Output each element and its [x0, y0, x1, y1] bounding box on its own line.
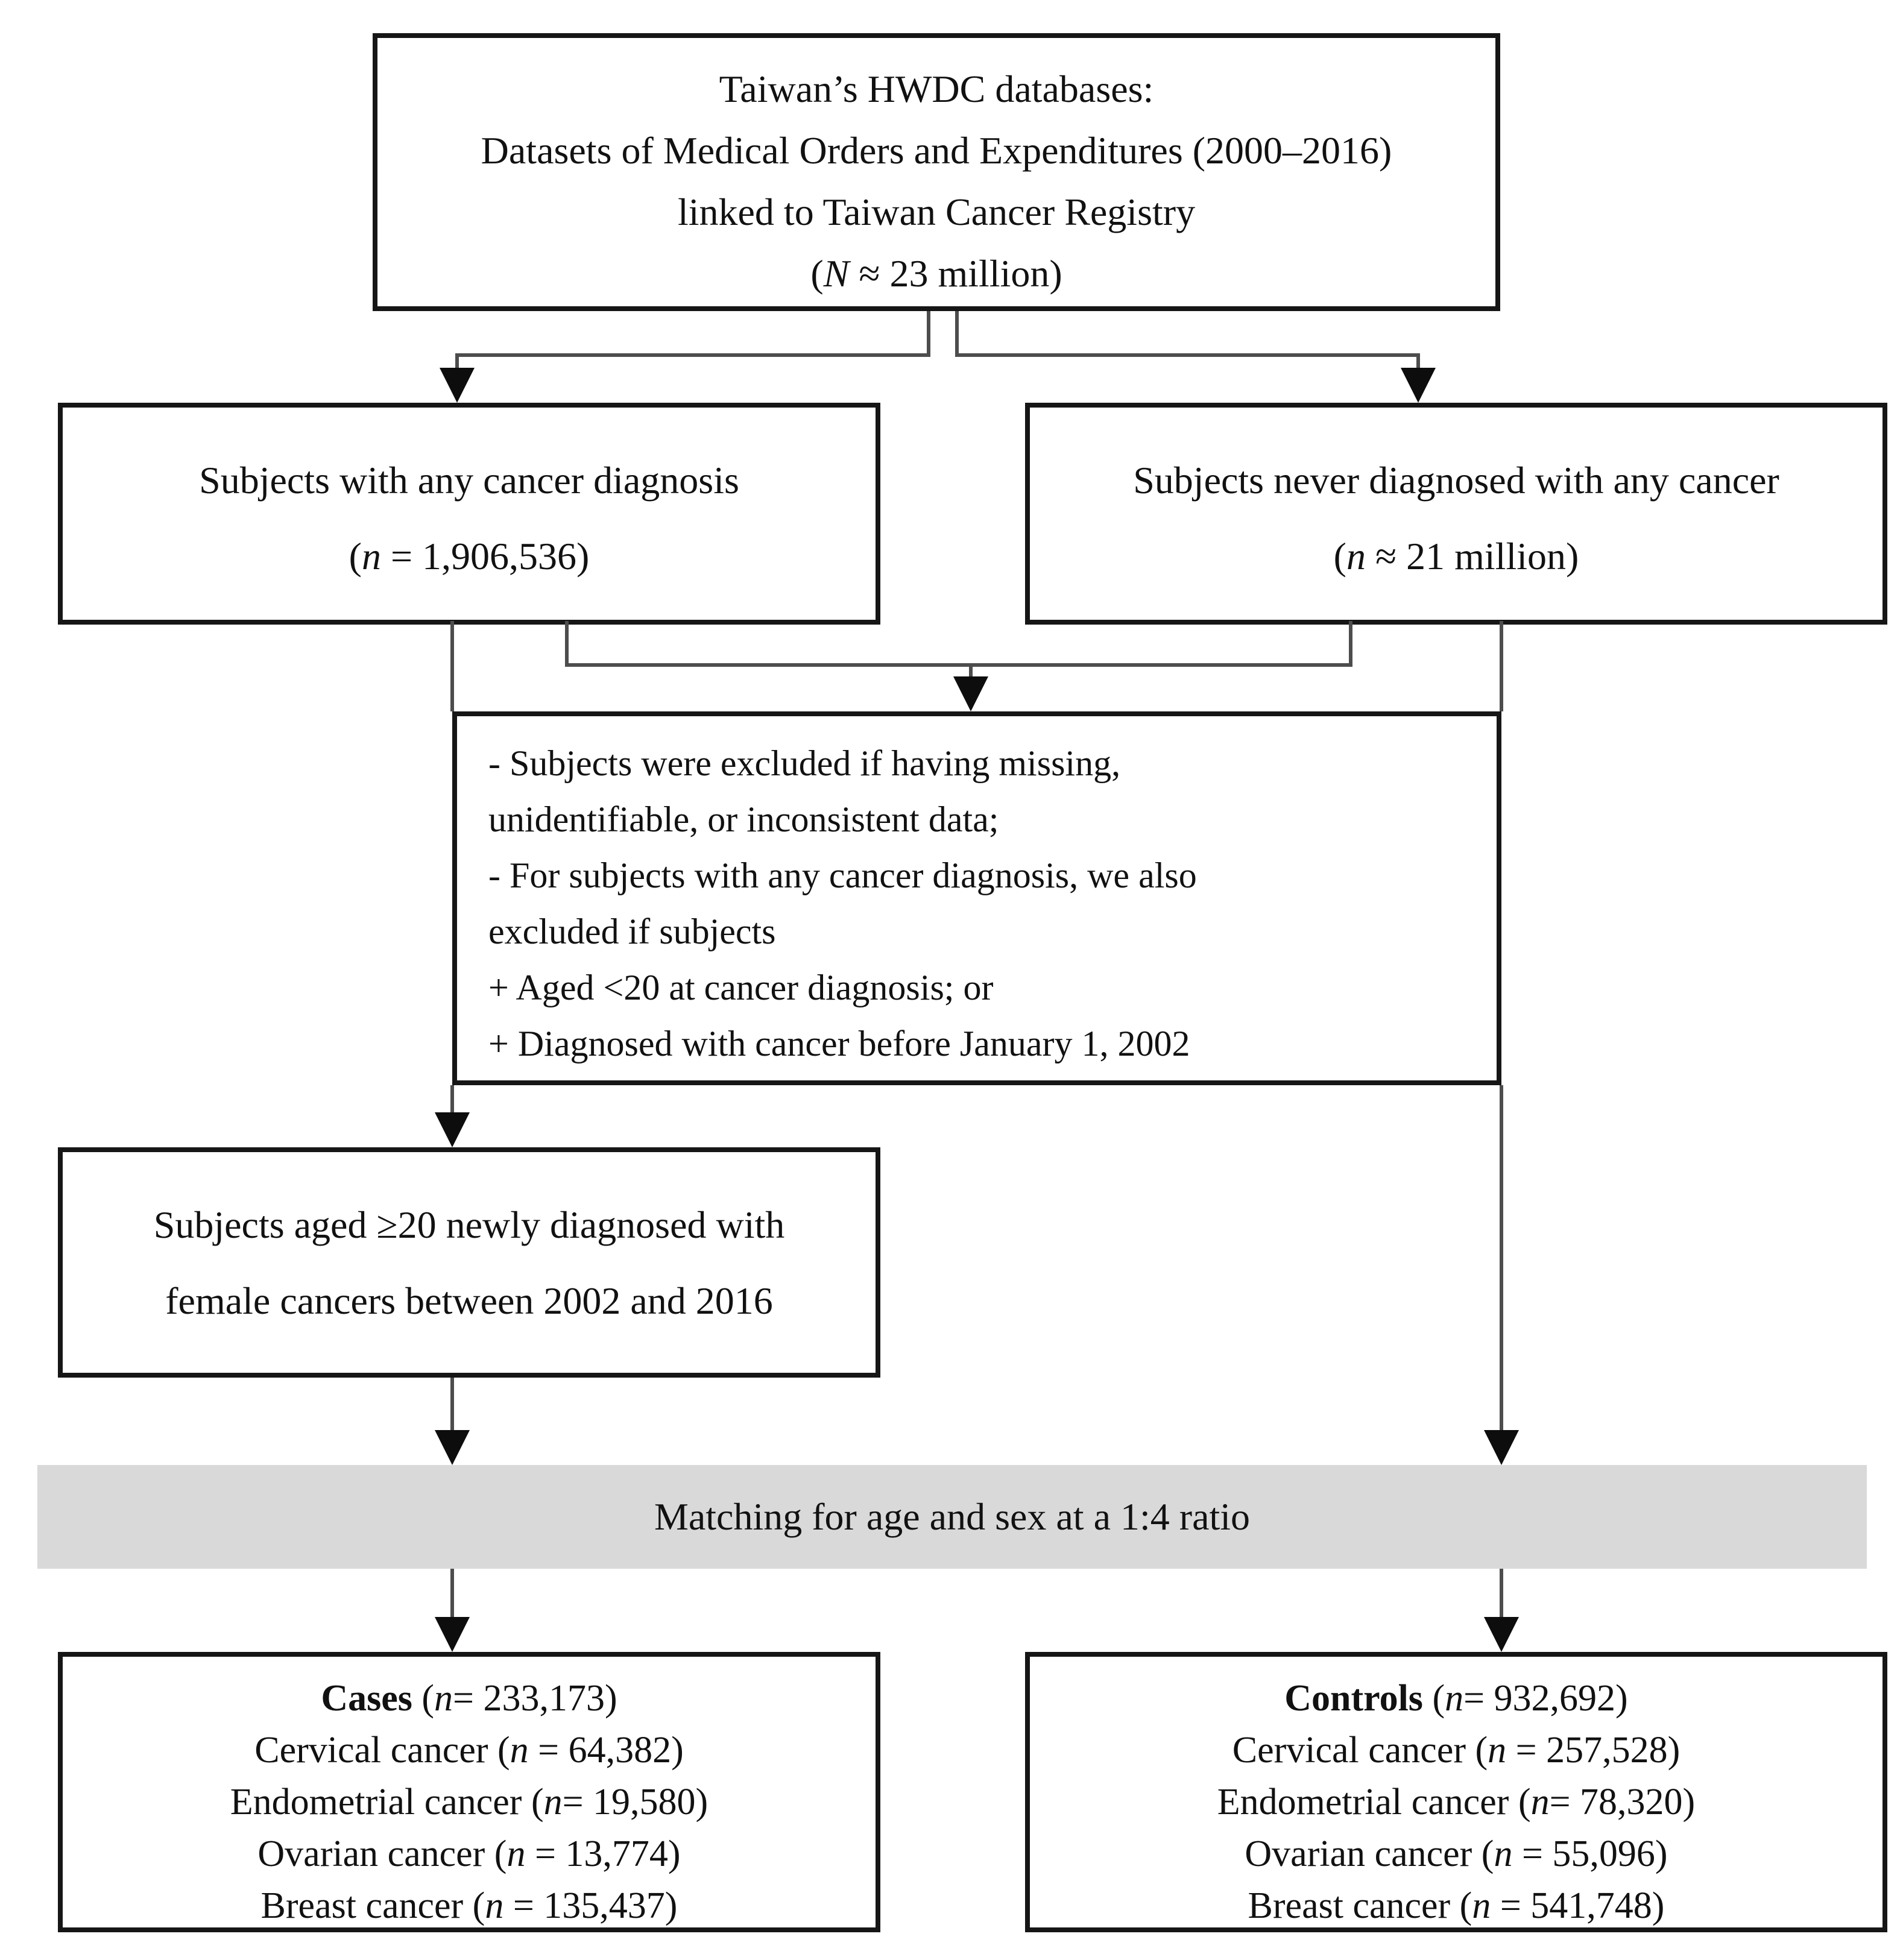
arrowhead-down-icon [440, 368, 475, 403]
arrow-left-into-matching-band [450, 1378, 454, 1433]
text-line: - Subjects were excluded if having missi… [488, 743, 1121, 783]
arrowhead-down-icon [1401, 368, 1436, 403]
text-line: Datasets of Medical Orders and Expenditu… [481, 129, 1392, 172]
controls-box: Controls (n= 932,692) Cervical cancer (n… [1025, 1652, 1887, 1932]
merge-connector-left-stub [565, 621, 569, 667]
arrow-into-no-cancer-box [1416, 353, 1420, 374]
text-line: (N ≈ 23 million) [810, 252, 1062, 295]
text-line: + Aged <20 at cancer diagnosis; or [488, 968, 994, 1007]
text-line: excluded if subjects [488, 912, 776, 951]
text-line: Taiwan’s HWDC databases: [719, 68, 1154, 110]
text-line: Breast cancer (n = 541,748) [1248, 1885, 1665, 1926]
text-line: Cervical cancer (n = 257,528) [1232, 1730, 1681, 1771]
text-line: Subjects never diagnosed with any cancer [1133, 459, 1779, 502]
text-line: Endometrial cancer (n= 19,580) [230, 1782, 708, 1823]
text-line: Endometrial cancer (n= 78,320) [1217, 1782, 1696, 1823]
split-connector-right-vertical [955, 311, 959, 357]
arrowhead-down-icon [435, 1430, 470, 1465]
arrowhead-down-icon [1484, 1430, 1519, 1465]
any-cancer-box: Subjects with any cancer diagnosis (n = … [58, 403, 880, 625]
arrowhead-down-icon [1484, 1617, 1519, 1652]
text-line: unidentifiable, or inconsistent data; [488, 799, 999, 839]
merge-connector-right-stub [1349, 621, 1352, 667]
matching-band-label: Matching for age and sex at a 1:4 ratio [654, 1495, 1251, 1538]
arrowhead-down-icon [953, 676, 988, 711]
right-flow-line-upper [1500, 621, 1503, 711]
text-line: Subjects aged ≥20 newly diagnosed with [153, 1203, 785, 1246]
arrow-right-into-matching-band [1500, 1085, 1503, 1433]
text-line: linked to Taiwan Cancer Registry [677, 191, 1196, 233]
text-line: Cases (n= 233,173) [321, 1678, 617, 1719]
split-connector-left-horizontal [455, 353, 930, 357]
text-line: (n ≈ 21 million) [1333, 535, 1579, 578]
text-line: Subjects with any cancer diagnosis [199, 459, 739, 502]
exclusion-criteria-box: - Subjects were excluded if having missi… [452, 711, 1501, 1085]
text-line: Ovarian cancer (n = 55,096) [1245, 1833, 1668, 1874]
matching-band: Matching for age and sex at a 1:4 ratio [37, 1465, 1867, 1569]
cases-box: Cases (n= 233,173) Cervical cancer (n = … [58, 1652, 880, 1932]
arrow-into-cases-box [450, 1569, 454, 1620]
no-cancer-box: Subjects never diagnosed with any cancer… [1025, 403, 1887, 625]
left-flow-line-upper [450, 621, 454, 711]
text-line: Ovarian cancer (n = 13,774) [257, 1833, 681, 1874]
hwdc-source-box: Taiwan’s HWDC databases: Datasets of Med… [373, 33, 1500, 311]
text-line: Controls (n= 932,692) [1284, 1678, 1628, 1719]
split-connector-left-vertical [927, 311, 930, 357]
text-line: + Diagnosed with cancer before January 1… [488, 1024, 1190, 1064]
arrow-into-female-cancer-box [450, 1085, 454, 1115]
female-cancer-cohort-box: Subjects aged ≥20 newly diagnosed with f… [58, 1147, 880, 1378]
text-line: (n = 1,906,536) [349, 535, 590, 578]
text-line: female cancers between 2002 and 2016 [165, 1279, 773, 1322]
text-line: - For subjects with any cancer diagnosis… [488, 856, 1197, 895]
arrow-into-controls-box [1500, 1569, 1503, 1620]
text-line: Breast cancer (n = 135,437) [260, 1885, 678, 1926]
split-connector-right-horizontal [955, 353, 1420, 357]
arrowhead-down-icon [435, 1617, 470, 1652]
arrow-into-any-cancer-box [455, 353, 459, 374]
arrow-into-exclusion-box [969, 663, 973, 681]
arrowhead-down-icon [435, 1112, 470, 1147]
merge-connector-horizontal [565, 663, 1352, 667]
text-line: Cervical cancer (n = 64,382) [254, 1730, 684, 1771]
